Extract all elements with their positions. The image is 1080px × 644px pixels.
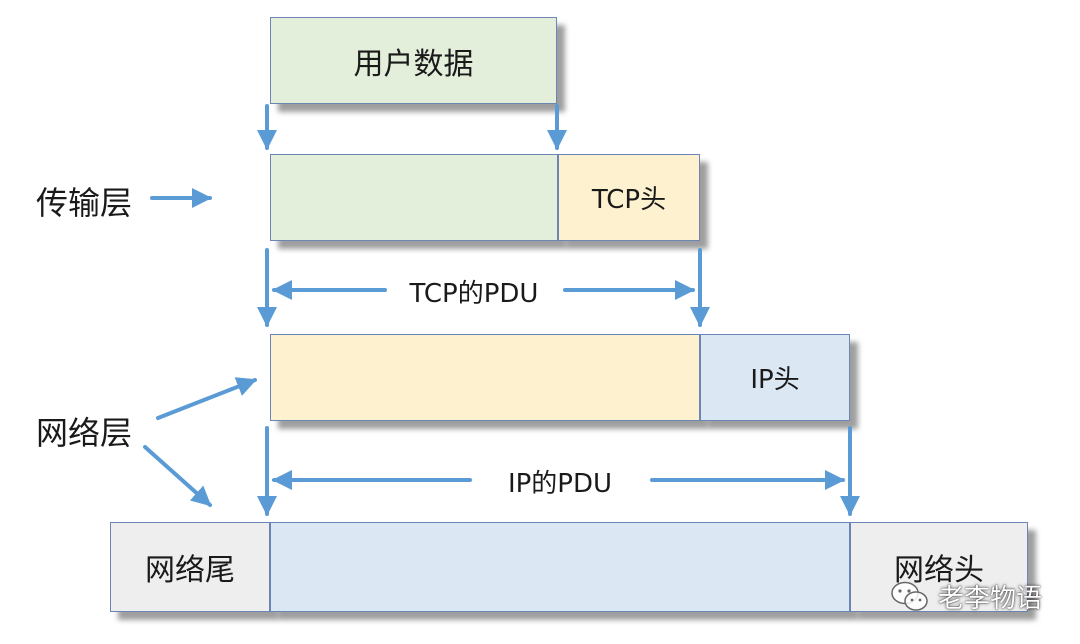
network-pointer-arrow-down [143, 445, 212, 507]
user-data-label: 用户数据 [353, 46, 474, 82]
network-layer-label: 网络层 [36, 414, 133, 452]
ip-header-label: IP头 [750, 365, 800, 395]
tcp-pdu-label: TCP的PDU [399, 273, 549, 310]
tcp-payload-box [270, 154, 558, 241]
wechat-icon [891, 581, 928, 611]
user-data-box: 用户数据 [270, 17, 557, 104]
ip-pdu-label: IP的PDU [497, 463, 623, 500]
watermark: 老李物语 [890, 578, 1042, 615]
ip-header-box: IP头 [700, 334, 850, 421]
network-trailer-label: 网络尾 [145, 553, 235, 588]
transport-layer-label: 传输层 [36, 184, 133, 222]
frame-payload-box [270, 522, 850, 612]
ip-payload-box [270, 334, 700, 421]
network-pointer-arrow-up [156, 377, 257, 420]
tcp-header-label: TCP头 [591, 185, 667, 215]
tcp-header-box: TCP头 [558, 154, 700, 241]
network-trailer-box: 网络尾 [110, 522, 270, 612]
watermark-text: 老李物语 [938, 584, 1043, 614]
